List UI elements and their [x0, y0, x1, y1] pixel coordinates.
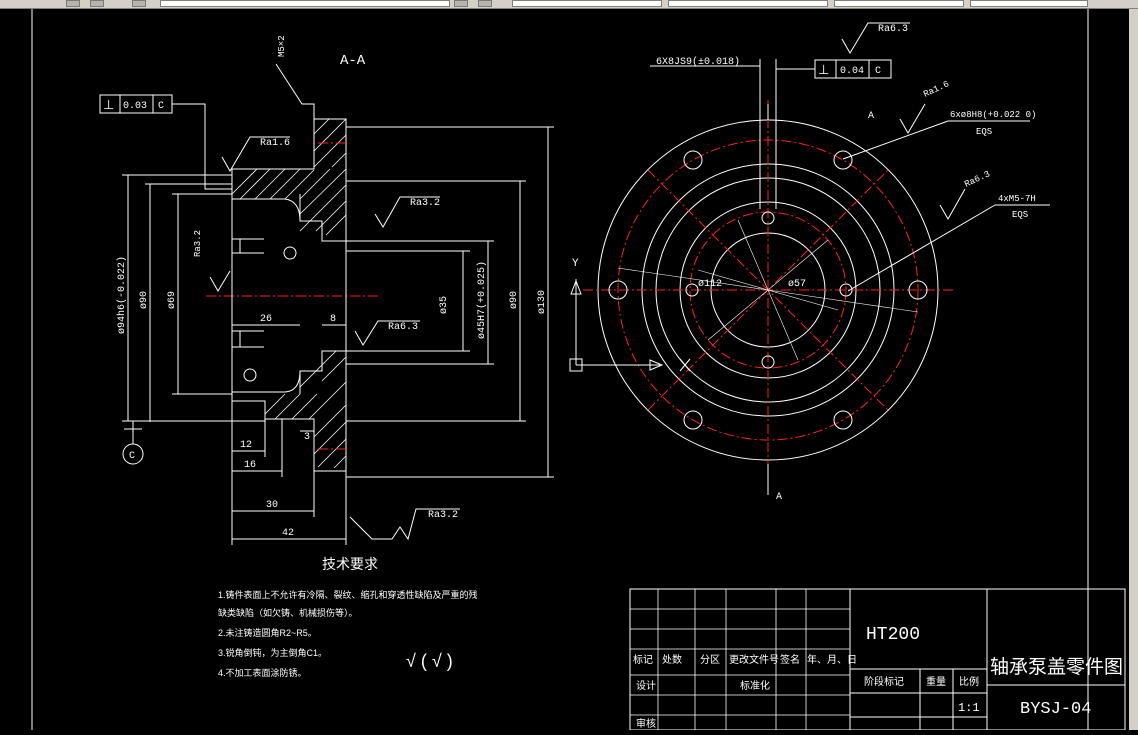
dim-d94: ø94h6(-0.022)	[116, 256, 128, 334]
dim-12: 12	[240, 440, 252, 451]
ucs-icon: Y	[569, 258, 691, 372]
tb-standard: 标准化	[740, 679, 770, 692]
section-view: A-A	[99, 35, 554, 545]
tol1-datum: C	[158, 101, 164, 112]
dim-d90: ø90	[139, 291, 150, 309]
ra-1: Ra1.6	[260, 138, 290, 149]
dim-d90b: ø90	[509, 291, 520, 309]
dim-d112: ø112	[698, 279, 722, 290]
tb-h4: 更改文件号	[729, 653, 779, 666]
dim-3: 3	[304, 432, 310, 443]
ra-holes: Ra1.6	[922, 79, 951, 99]
keyway-note: 6X8JS9(±0.018)	[656, 56, 740, 68]
section-mark-top: A	[868, 111, 874, 122]
toolbar-button[interactable]	[90, 0, 104, 7]
layer-dropdown[interactable]	[160, 0, 450, 7]
thread-eqs: EQS	[1012, 210, 1028, 220]
holes-note: 6xø8H8(+0.022 0)	[950, 110, 1036, 120]
drawing-canvas[interactable]: A-A	[0, 9, 1138, 731]
ra-threads: Ra6.3	[963, 169, 992, 189]
toolbar-button[interactable]	[454, 0, 468, 7]
front-view: ø112 ø57	[583, 100, 953, 480]
horizontal-dimensions	[231, 324, 347, 545]
tb-code: BYSJ-04	[1020, 700, 1091, 719]
dim-30: 30	[266, 500, 278, 511]
thread-note: 4xM5-7H	[998, 194, 1036, 204]
note-5: 4.不加工表面涂防锈。	[218, 667, 307, 678]
bore-outline	[299, 194, 346, 394]
plotstyle-dropdown[interactable]	[970, 0, 1088, 7]
dim-d45: ø45H7(+0.025)	[476, 261, 488, 339]
tb-weight: 重量	[926, 675, 946, 688]
ra-4: Ra6.3	[388, 322, 418, 333]
tb-review: 审核	[636, 717, 656, 730]
toolbar-button[interactable]	[478, 0, 492, 7]
tb-stage: 阶段标记	[864, 675, 904, 688]
note-3: 2.未注铸造圆角R2~R5。	[218, 627, 317, 638]
section-mark-bottom: A	[776, 492, 782, 503]
dim-8: 8	[330, 314, 336, 325]
title-block: 标记 处数 分区 更改文件号 签名 年、月、日 设计 标准化 审核 HT200 …	[629, 588, 1126, 731]
drawing-svg: A-A	[31, 9, 1126, 731]
note-4: 3.锐角倒钝，为主倒角C1。	[218, 647, 327, 658]
tb-h5: 签名	[780, 653, 800, 666]
tol1-value: 0.03	[123, 101, 147, 112]
roughness-marks: Ra1.6 Ra3.2 Ra3.2 Ra6.3 Ra3.2	[193, 136, 460, 541]
section-title: A-A	[340, 53, 366, 69]
cad-toolbar	[0, 0, 1138, 9]
toolbar-button[interactable]	[132, 0, 146, 7]
ra-3: Ra3.2	[193, 230, 203, 257]
tol2-datum: C	[875, 66, 881, 77]
note-2: 缺类缺陷（如欠铸、机械损伤等）。	[218, 607, 358, 618]
dim-d35: ø35	[439, 296, 450, 314]
tb-scale: 1:1	[958, 701, 980, 715]
vertical-dimensions	[122, 126, 554, 478]
linetype-dropdown[interactable]	[668, 0, 828, 7]
tol1-symbol: ⊥	[103, 98, 114, 113]
roughness-symbol: √ ( √ )	[406, 651, 453, 671]
toolbar-button[interactable]	[66, 0, 80, 7]
tb-h2: 处数	[662, 653, 682, 666]
tb-design: 设计	[636, 679, 656, 692]
holes-eqs: EQS	[976, 127, 992, 137]
datum-c: C	[129, 451, 135, 462]
dim-42: 42	[282, 528, 294, 539]
ra-2: Ra3.2	[410, 198, 440, 209]
tb-h1: 标记	[633, 654, 653, 666]
color-dropdown[interactable]	[512, 0, 662, 7]
notes-title: 技术要求	[322, 556, 378, 572]
part-outline	[231, 118, 347, 472]
tol2-symbol: ⊥	[818, 63, 829, 78]
thread-label: M5×2	[277, 35, 287, 57]
hatch	[231, 118, 347, 469]
axis-y: Y	[572, 258, 579, 270]
tol2-value: 0.04	[840, 66, 864, 77]
dim-d57: ø57	[788, 279, 806, 290]
ra-5: Ra3.2	[428, 510, 458, 521]
tb-material: HT200	[866, 625, 920, 645]
dim-26: 26	[260, 314, 272, 325]
tb-h3: 分区	[700, 654, 720, 666]
lineweight-dropdown[interactable]	[834, 0, 964, 7]
tb-h6: 年、月、日	[807, 653, 857, 666]
tb-ratio: 比例	[959, 675, 979, 688]
ra-top: Ra6.3	[878, 24, 908, 35]
dim-16: 16	[244, 460, 256, 471]
vertical-scrollbar[interactable]	[1129, 9, 1138, 730]
tb-name: 轴承泵盖零件图	[990, 656, 1123, 678]
note-1: 1.铸件表面上不允许有冷隔、裂纹、缩孔和穿透性缺陷及严重的残	[218, 589, 478, 600]
technical-notes: 技术要求 1.铸件表面上不允许有冷隔、裂纹、缩孔和穿透性缺陷及严重的残 缺类缺陷…	[218, 556, 478, 678]
dim-d130: ø130	[537, 290, 548, 314]
dim-d69: ø69	[167, 291, 178, 309]
